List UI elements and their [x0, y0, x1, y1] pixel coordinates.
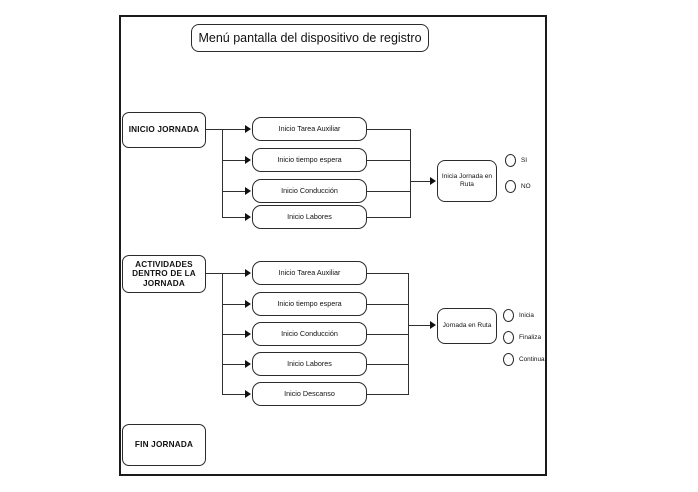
connector-merge-g1-4: [367, 217, 411, 218]
connector-merge-g2-1: [367, 273, 409, 274]
item-box-g1-3[interactable]: Inicio Conducción: [252, 179, 367, 203]
connector-branch-g1-3: [222, 191, 246, 192]
arrow-head-g1-3: [245, 187, 251, 195]
arrow-head-g1-4: [245, 213, 251, 221]
target-box-inicia-jornada-en-ruta[interactable]: Inicia Jornada en Ruta: [437, 160, 497, 202]
connector-branch-g2-5: [222, 394, 246, 395]
connector-to-target-g2: [408, 325, 432, 326]
connector-bus-right-group1: [410, 129, 411, 217]
diagram-outer-frame: [119, 15, 547, 476]
connector-merge-g1-1: [367, 129, 411, 130]
group-label-inicio-jornada[interactable]: INICIO JORNADA: [122, 112, 206, 148]
radio-circle-finaliza[interactable]: [503, 331, 514, 344]
radio-label-continua: Continua: [519, 356, 545, 363]
item-box-g1-2[interactable]: Inicio tiempo espera: [252, 148, 367, 172]
radio-label-si: SI: [521, 157, 528, 164]
arrow-head-target-g1: [430, 177, 436, 185]
radio-label-inicia: Inicia: [519, 312, 534, 319]
radio-option-inicia[interactable]: Inicia: [503, 309, 534, 322]
item-box-g2-5[interactable]: Inicio Descanso: [252, 382, 367, 406]
radio-option-no[interactable]: NO: [505, 180, 531, 193]
connector-branch-g2-3: [222, 334, 246, 335]
group-label-fin-jornada[interactable]: FIN JORNADA: [122, 424, 206, 466]
connector-branch-g2-2: [222, 304, 246, 305]
radio-circle-inicia[interactable]: [503, 309, 514, 322]
connector-merge-g2-3: [367, 334, 409, 335]
connector-branch-g1-4: [222, 217, 246, 218]
connector-stem-group1: [206, 129, 223, 130]
item-box-g2-1[interactable]: Inicio Tarea Auxiliar: [252, 261, 367, 285]
radio-label-no: NO: [521, 183, 531, 190]
item-box-g1-4[interactable]: Inicio Labores: [252, 205, 367, 229]
connector-bus-left-group1: [222, 129, 223, 217]
connector-stem-group2: [206, 273, 223, 274]
connector-merge-g2-2: [367, 304, 409, 305]
item-box-g2-4[interactable]: Inicio Labores: [252, 352, 367, 376]
radio-option-finaliza[interactable]: Finaliza: [503, 331, 541, 344]
connector-branch-g1-2: [222, 160, 246, 161]
connector-merge-g1-2: [367, 160, 411, 161]
item-box-g1-1[interactable]: Inicio Tarea Auxiliar: [252, 117, 367, 141]
arrow-head-g2-4: [245, 360, 251, 368]
target-box-jornada-en-ruta[interactable]: Jornada en Ruta: [437, 308, 497, 344]
arrow-head-g2-3: [245, 330, 251, 338]
radio-circle-continua[interactable]: [503, 353, 514, 366]
connector-branch-g2-4: [222, 364, 246, 365]
radio-circle-si[interactable]: [505, 154, 516, 167]
radio-label-finaliza: Finaliza: [519, 334, 542, 341]
arrow-head-target-g2: [430, 321, 436, 329]
radio-circle-no[interactable]: [505, 180, 516, 193]
arrow-head-g2-5: [245, 390, 251, 398]
arrow-head-g1-2: [245, 156, 251, 164]
connector-branch-g2-1: [222, 273, 246, 274]
connector-merge-g1-3: [367, 191, 411, 192]
radio-option-continua[interactable]: Continua: [503, 353, 545, 366]
connector-merge-g2-5: [367, 394, 409, 395]
arrow-head-g1-1: [245, 125, 251, 133]
connector-to-target-g1: [410, 181, 432, 182]
item-box-g2-2[interactable]: Inicio tiempo espera: [252, 292, 367, 316]
radio-option-si[interactable]: SI: [505, 154, 527, 167]
arrow-head-g2-2: [245, 300, 251, 308]
connector-bus-right-group2: [408, 273, 409, 395]
connector-merge-g2-4: [367, 364, 409, 365]
arrow-head-g2-1: [245, 269, 251, 277]
connector-branch-g1-1: [222, 129, 246, 130]
group-label-actividades-dentro-de-la-jornada[interactable]: ACTIVIDADES DENTRO DE LA JORNADA: [122, 255, 206, 293]
diagram-title-box: Menú pantalla del dispositivo de registr…: [191, 24, 429, 52]
item-box-g2-3[interactable]: Inicio Conducción: [252, 322, 367, 346]
